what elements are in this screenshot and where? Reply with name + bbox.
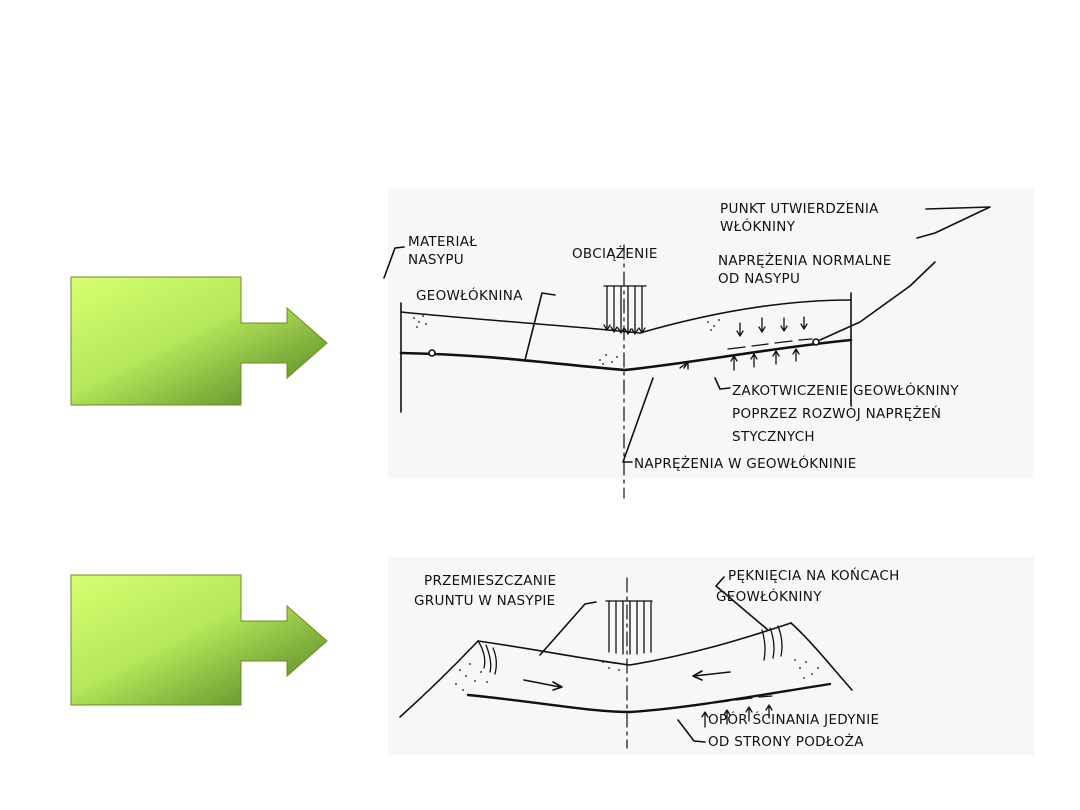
soil-stipple — [413, 315, 720, 365]
labels-top: MATERIAŁ NASYPU OBCIĄŻENIE PUNKT UTWIERD… — [408, 201, 959, 472]
displacement-arrow-left — [523, 679, 563, 691]
leader-tension — [622, 377, 654, 463]
embankment-top-bottom — [477, 622, 792, 666]
diagram-bottom — [399, 576, 853, 749]
load-arrows — [603, 285, 647, 335]
diagram-top — [383, 206, 991, 499]
label-anchoring-2: POPRZEZ ROZWÓJ NAPRĘŻEŃ — [732, 404, 941, 422]
leader-material — [383, 246, 405, 279]
shear-arrows-bottom — [689, 695, 773, 728]
leader-anchor-point-2 — [819, 261, 936, 341]
tension-arrowhead — [679, 361, 689, 370]
label-displacement-1: PRZEMIESZCZANIE — [424, 573, 556, 589]
label-shear-2: OD STRONY PODŁOŻA — [708, 732, 864, 750]
label-anchoring-3: STYCZNYCH — [732, 429, 815, 445]
label-tension: NAPRĘŻENIA W GEOWŁÓKNINIE — [634, 454, 857, 472]
label-geotextile: GEOWŁÓKNINA — [416, 286, 523, 304]
diagram-top-panel — [388, 188, 1034, 478]
leader-displacement — [539, 601, 597, 656]
label-normal-stress-1: NAPRĘŻENIA NORMALNE — [718, 251, 892, 269]
anchor-point-left — [428, 349, 436, 357]
geotextile-bottom — [466, 682, 832, 714]
geotextile-line — [399, 338, 853, 372]
leader-geotextile — [524, 292, 556, 361]
label-anchor-point-2: WŁÓKNINY — [720, 217, 796, 235]
displacement-arrow-right — [692, 670, 731, 681]
label-shear-1: OPÓR ŚCINANIA JEDYNIE — [708, 710, 879, 728]
label-cracks-2: GEOWŁÓKNINY — [716, 587, 822, 605]
leader-anchor-point — [916, 206, 991, 239]
load-arrows-bottom — [605, 600, 653, 655]
leader-cracks — [715, 576, 769, 631]
cracks-right — [761, 625, 783, 661]
label-normal-stress-2: OD NASYPU — [718, 271, 800, 287]
block-arrow-top — [70, 276, 328, 406]
anchor-point-right — [812, 338, 820, 346]
embankment-top — [400, 299, 852, 334]
right-slope — [790, 622, 853, 691]
label-anchor-point-1: PUNKT UTWIERDZENIA — [720, 201, 879, 217]
cracks-left — [477, 640, 497, 675]
soil-stipple-bottom — [455, 659, 819, 691]
label-displacement-2: GRUNTU W NASYPIE — [414, 593, 555, 609]
label-material-1: MATERIAŁ — [408, 234, 477, 250]
label-cracks-1: PĘKNIĘCIA NA KOŃCACH — [728, 566, 900, 584]
leader-shear — [677, 719, 706, 743]
block-arrow-bottom — [70, 574, 328, 706]
label-anchoring-1: ZAKOTWICZENIE GEOWŁÓKNINY — [732, 381, 959, 399]
label-load: OBCIĄŻENIE — [572, 244, 658, 262]
labels-bottom: PRZEMIESZCZANIE GRUNTU W NASYPIE PĘKNIĘC… — [414, 566, 900, 750]
normal-stress-arrows — [727, 316, 813, 371]
left-slope — [399, 640, 479, 718]
label-material-2: NASYPU — [408, 252, 464, 268]
leader-anchoring — [714, 377, 731, 390]
